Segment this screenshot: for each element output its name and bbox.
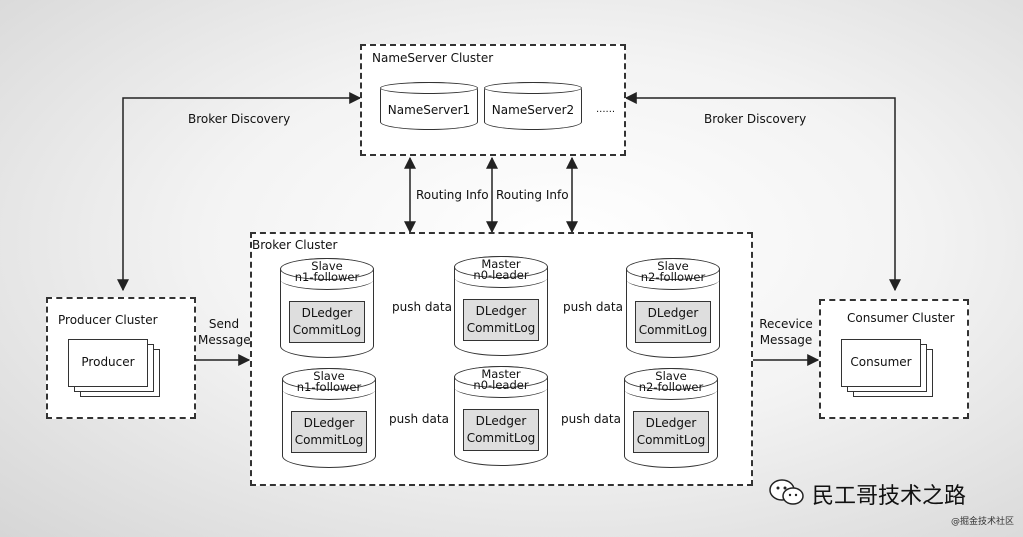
receive-message-label: Recevice Message xyxy=(755,316,817,348)
wechat-icon xyxy=(769,479,804,505)
slave-id-label: n1-follower xyxy=(296,380,362,394)
commitlog-label: CommitLog xyxy=(294,433,364,447)
nameserver-ellipsis: ...... xyxy=(596,104,616,115)
routing-info-label-1: Routing Info xyxy=(416,188,489,202)
producer-cluster: Producer Cluster Producer xyxy=(46,297,196,419)
consumer-cluster: Consumer Cluster Consumer xyxy=(819,299,969,419)
send-label: Send xyxy=(208,317,240,331)
slave-role-label: Slave xyxy=(655,369,687,383)
dledger-label: DLedger xyxy=(475,304,527,318)
message-label: Message xyxy=(759,333,813,347)
nameserver-1-label: NameServer1 xyxy=(387,103,471,117)
routing-info-label-2: Routing Info xyxy=(496,188,569,202)
commitlog-label: CommitLog xyxy=(466,321,536,335)
broker-cluster-title: Broker Cluster xyxy=(252,238,338,252)
watermark: 民工哥技术之路 @掘金技术社区 xyxy=(768,476,1018,532)
slave-id-label: n1-follower xyxy=(294,270,360,284)
dledger-label: DLedger xyxy=(303,416,355,430)
nameserver-2-label: NameServer2 xyxy=(491,103,575,117)
message-label: Message xyxy=(198,333,251,347)
slave-role-label: Slave xyxy=(313,369,345,383)
commitlog-label: CommitLog xyxy=(636,433,706,447)
send-message-label: Send Message xyxy=(198,316,251,348)
master-id-label: n0-leader xyxy=(473,378,529,392)
consumer-label: Consumer xyxy=(850,355,912,369)
consumer-cluster-title: Consumer Cluster xyxy=(847,311,955,325)
consumer-card: Consumer xyxy=(841,339,921,387)
slave-id-label: n2-follower xyxy=(638,380,704,394)
dledger-label: DLedger xyxy=(647,306,699,320)
dledger-label: DLedger xyxy=(645,416,697,430)
nameserver-cluster-title: NameServer Cluster xyxy=(372,51,494,65)
dledger-label: DLedger xyxy=(475,414,527,428)
producer-cluster-title: Producer Cluster xyxy=(58,313,158,327)
slave-id-label: n2-follower xyxy=(640,270,706,284)
producer-label: Producer xyxy=(81,355,135,369)
nameserver-2: NameServer2 xyxy=(484,82,582,130)
push-data-label: push data xyxy=(392,300,452,314)
nameserver-cluster: NameServer Cluster NameServer1 NameServe… xyxy=(360,44,626,156)
master-role-label: Master xyxy=(481,367,521,381)
dledger-label: DLedger xyxy=(301,306,353,320)
watermark-site: @掘金技术社区 xyxy=(950,517,1014,527)
commitlog-label: CommitLog xyxy=(292,323,362,337)
master-id-label: n0-leader xyxy=(473,268,529,282)
broker-discovery-left-arrow xyxy=(117,92,362,292)
producer-card: Producer xyxy=(68,339,148,387)
push-data-label: push data xyxy=(561,412,621,426)
commitlog-label: CommitLog xyxy=(638,323,708,337)
master-role-label: Master xyxy=(481,257,521,271)
broker-discovery-right-arrow xyxy=(624,92,901,292)
broker-discovery-right-label: Broker Discovery xyxy=(704,112,807,126)
push-data-label: push data xyxy=(563,300,623,314)
receive-label: Recevice xyxy=(759,317,813,331)
commitlog-label: CommitLog xyxy=(466,431,536,445)
nameserver-1: NameServer1 xyxy=(380,82,478,130)
push-data-label: push data xyxy=(389,412,449,426)
broker-discovery-left-label: Broker Discovery xyxy=(188,112,291,126)
watermark-brand: 民工哥技术之路 xyxy=(812,484,967,509)
